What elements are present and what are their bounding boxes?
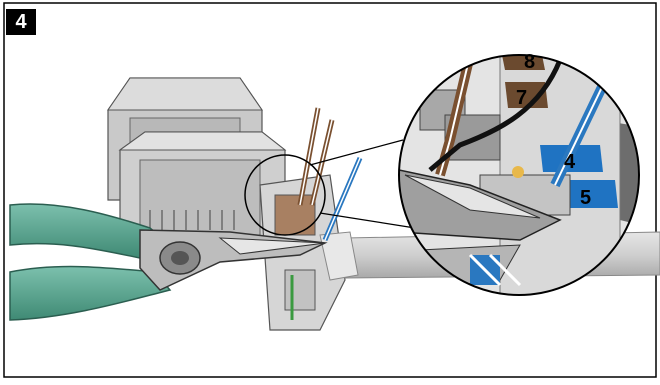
pin-label-8: 8 [524,51,535,73]
keystone-jack-front [118,131,287,251]
pin-label-5: 5 [580,187,591,209]
pin-label-7: 7 [516,87,527,109]
zoom-connector-bottom [319,212,416,229]
zoom-connector-top [309,139,404,166]
zoom-detail: 8 7 4 5 [398,51,640,296]
wires [297,107,363,241]
zoom-source-circle [244,154,326,236]
step-number-badge: 4 [6,9,36,35]
pin-label-4: 4 [564,151,576,173]
frame-border [3,2,657,378]
pliers [9,203,328,321]
